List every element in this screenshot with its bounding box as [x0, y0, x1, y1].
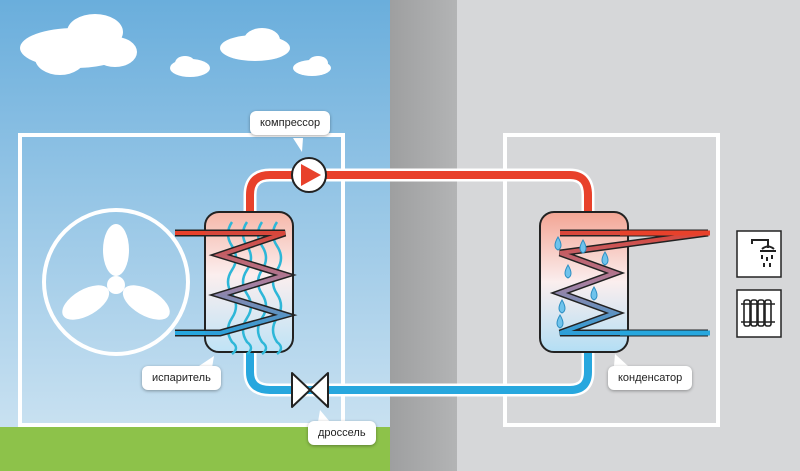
- cold-refrigerant-line-fill: [246, 345, 592, 394]
- indoor-unit-frame: [503, 133, 720, 427]
- valve-callout-pointer: [318, 410, 330, 422]
- compressor-icon: [291, 157, 327, 193]
- cloud-icon: [20, 14, 137, 75]
- compressor-label: компрессор: [250, 111, 331, 135]
- cloud-icon: [170, 56, 210, 77]
- evaporator-label: испаритель: [142, 366, 221, 390]
- compressor-callout-pointer: [293, 138, 303, 152]
- evaporator-tank: [175, 211, 298, 355]
- hot-refrigerant-line-fill: [246, 171, 592, 215]
- expansion-valve-label: дроссель: [308, 421, 376, 445]
- radiator-icon: [736, 289, 782, 338]
- cloud-icon: [293, 56, 331, 76]
- outdoor-unit-frame: [18, 133, 345, 427]
- evaporator-callout-pointer: [196, 356, 214, 368]
- fan-icon: [42, 208, 190, 356]
- shower-icon: [736, 230, 782, 278]
- condenser-tank: [539, 211, 709, 353]
- wall: [390, 0, 457, 471]
- valve-icon: [291, 372, 329, 408]
- condenser-callout-pointer: [614, 354, 628, 366]
- cloud-icon: [220, 28, 290, 61]
- condenser-label: конденсатор: [608, 366, 693, 390]
